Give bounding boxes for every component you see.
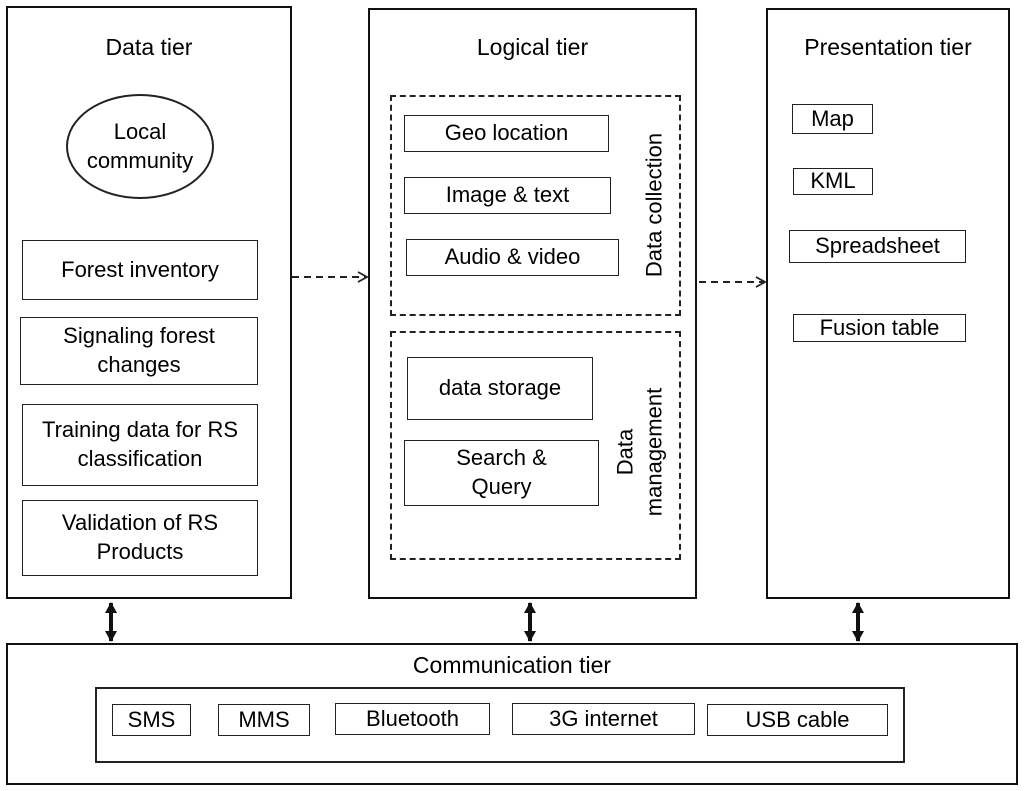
kml-box: KML <box>793 168 873 195</box>
presentation-tier-title: Presentation tier <box>804 34 972 60</box>
mms-box: MMS <box>218 704 310 736</box>
data-management-group <box>390 331 681 560</box>
map-label: Map <box>811 105 854 131</box>
bluetooth-label: Bluetooth <box>366 705 459 731</box>
signaling-forest-changes-box: Signaling forest changes <box>20 317 258 385</box>
logical-tier-title: Logical tier <box>476 34 589 60</box>
validation-rs-box: Validation of RS Products <box>22 500 258 576</box>
spreadsheet-box: Spreadsheet <box>789 230 966 263</box>
forest-inventory-label: Forest inventory <box>61 256 219 282</box>
map-box: Map <box>792 104 873 134</box>
training-data-label: Training data for RS classification <box>41 417 239 471</box>
local-community-node: Local community <box>66 94 214 199</box>
data-collection-label: Data collection <box>641 132 667 278</box>
3g-internet-box: 3G internet <box>512 703 695 735</box>
search-query-label: Search & Query <box>456 445 547 499</box>
search-query-box: Search & Query <box>404 440 599 506</box>
kml-label: KML <box>810 168 856 194</box>
forest-inventory-box: Forest inventory <box>22 240 258 300</box>
mms-label: MMS <box>238 706 290 732</box>
geo-location-label: Geo location <box>444 120 569 146</box>
communication-tier-title: Communication tier <box>412 652 612 678</box>
communication-channels-group <box>95 687 905 763</box>
data-storage-box: data storage <box>407 357 593 420</box>
validation-rs-label: Validation of RS Products <box>61 510 219 564</box>
local-community-label: Local community <box>86 118 194 173</box>
audio-video-box: Audio & video <box>406 239 619 276</box>
sms-box: SMS <box>112 704 191 736</box>
bluetooth-box: Bluetooth <box>335 703 490 735</box>
usb-cable-box: USB cable <box>707 704 888 736</box>
data-collection-group <box>390 95 681 316</box>
fusion-table-label: Fusion table <box>819 314 940 340</box>
presentation-tier-panel: Presentation tier <box>766 8 1010 599</box>
geo-location-box: Geo location <box>404 115 609 152</box>
data-tier-title: Data tier <box>105 34 193 60</box>
image-text-box: Image & text <box>404 177 611 214</box>
fusion-table-box: Fusion table <box>793 314 966 342</box>
training-data-box: Training data for RS classification <box>22 404 258 486</box>
3g-internet-label: 3G internet <box>549 705 658 731</box>
audio-video-label: Audio & video <box>444 244 581 270</box>
spreadsheet-label: Spreadsheet <box>815 233 940 259</box>
data-storage-label: data storage <box>438 375 562 401</box>
usb-cable-label: USB cable <box>745 706 850 732</box>
data-management-label: Data management <box>612 387 666 517</box>
image-text-label: Image & text <box>445 182 570 208</box>
signaling-forest-changes-label: Signaling forest changes <box>63 323 215 377</box>
sms-label: SMS <box>127 706 176 732</box>
